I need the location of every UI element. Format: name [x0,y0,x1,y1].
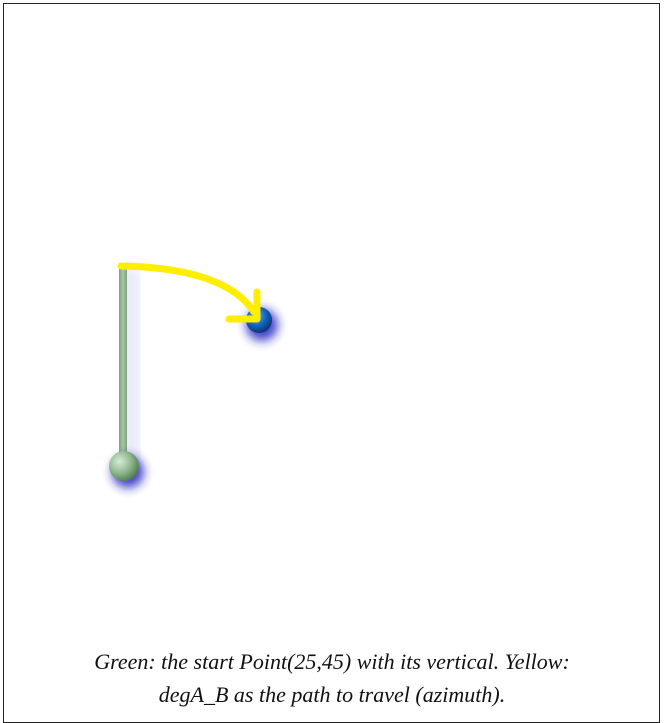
caption-line-1: Green: the start Point(25,45) with its v… [94,649,570,674]
figure-caption: Green: the start Point(25,45) with its v… [40,645,624,711]
start-point [109,451,144,488]
vertical-glow [126,268,136,473]
green-sphere-icon [109,451,139,481]
azimuth-arc [117,262,261,323]
start-vertical-line [119,266,127,466]
caption-line-2: degA_B as the path to travel (azimuth). [158,682,506,707]
figure-frame [3,3,660,723]
yellow-arrowhead-icon [225,288,261,323]
azimuth-diagram [109,262,278,488]
